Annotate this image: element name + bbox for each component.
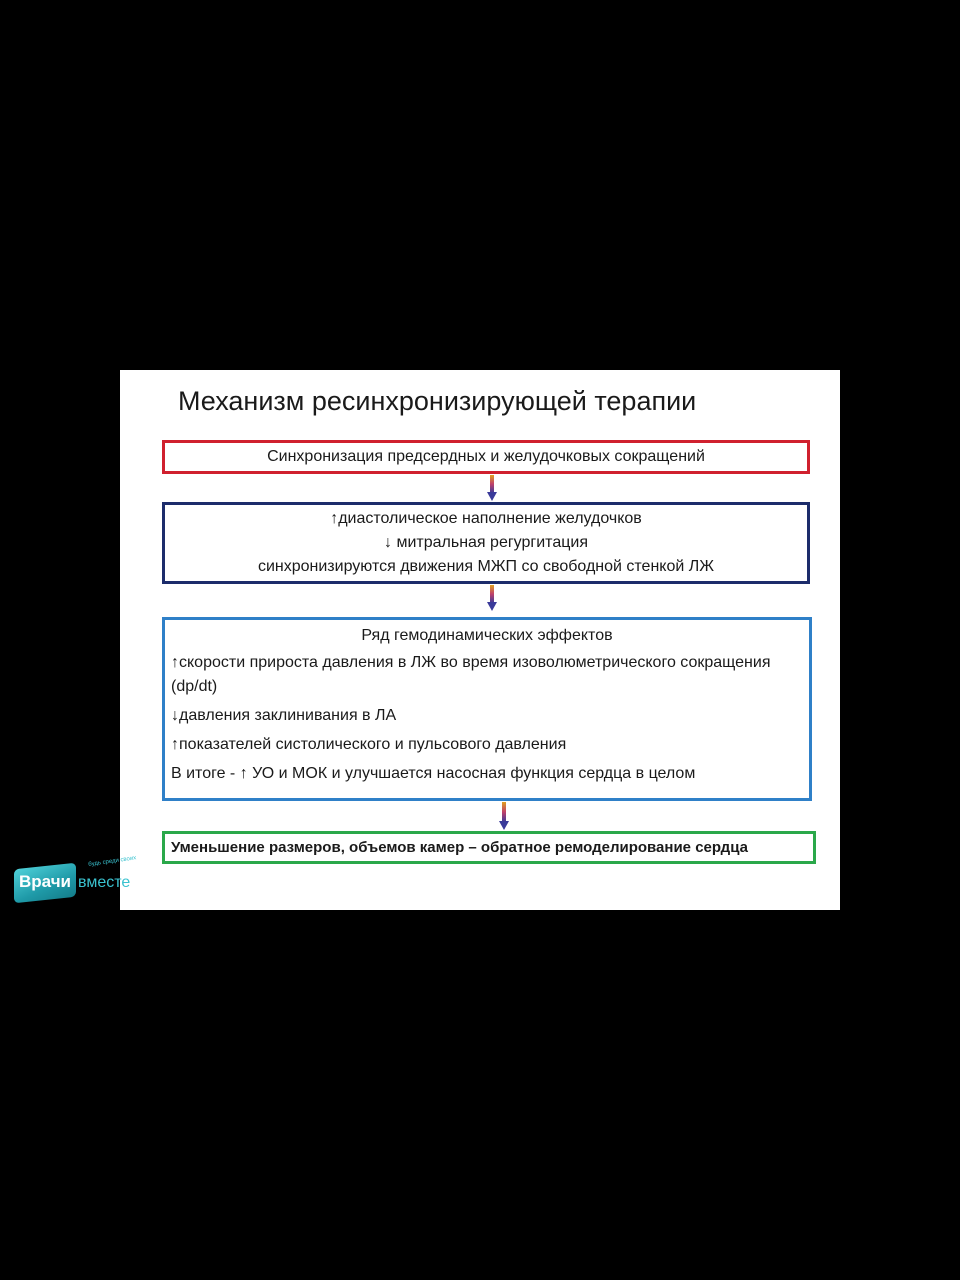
effect-item: ↓давления заклинивания в ЛА [171, 707, 397, 724]
effect-item: ↑скорости прироста давления в ЛЖ во врем… [171, 654, 771, 695]
logo-tagline: будь среди своих [88, 855, 137, 868]
logo-word-secondary: вместе [78, 874, 131, 891]
step-text: ↑диастолическое наполнение желудочков [330, 510, 642, 527]
step-hemodynamic-effects-box: Ряд гемодинамических эффектов ↑скорости … [162, 617, 812, 801]
effect-item: В итоге - ↑ УО и МОК и улучшается насосн… [171, 765, 696, 782]
flow-arrow-down-icon [499, 802, 509, 830]
effect-item: ↑показателей систолического и пульсового… [171, 736, 567, 753]
step-heading: Ряд гемодинамических эффектов [361, 627, 613, 644]
step-text: ↓ митральная регургитация [384, 534, 588, 551]
step-text: Уменьшение размеров, объемов камер – обр… [171, 839, 748, 856]
step-synchronization-box: Синхронизация предсердных и желудочковых… [162, 440, 810, 474]
flow-arrow-down-icon [487, 475, 497, 501]
flow-arrow-down-icon [487, 585, 497, 611]
step-ventricular-effects-box: ↑диастолическое наполнение желудочков ↓ … [162, 502, 810, 584]
step-text: синхронизируются движения МЖП со свободн… [257, 558, 715, 575]
logo-word-primary: Врачи [19, 872, 72, 891]
step-remodeling-box: Уменьшение размеров, объемов камер – обр… [162, 831, 816, 864]
presentation-slide: Механизм ресинхронизирующей терапии Синх… [120, 370, 840, 910]
step-text: Синхронизация предсердных и желудочковых… [267, 448, 705, 465]
channel-logo: Врачи вместе будь среди своих [14, 855, 146, 908]
slide-title: Механизм ресинхронизирующей терапии [178, 386, 697, 416]
